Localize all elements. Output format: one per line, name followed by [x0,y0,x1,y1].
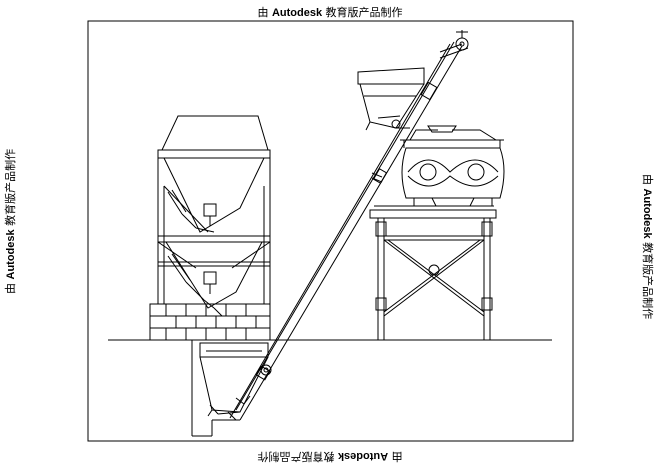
aggregate-bin-frame [158,186,270,304]
masonry-foundation [150,304,270,340]
drawing-frame [88,21,573,441]
mixer-feed-hopper [358,68,424,130]
weigh-hopper-lower [166,242,262,316]
inclined-belt-conveyor [230,42,462,420]
mixer-support-frame [370,206,496,340]
watermark-top: 由 Autodesk 教育版产品制作 [257,6,403,19]
lower-skip-hopper [200,343,268,420]
loading-pit [192,340,240,436]
conveyor-head-drive [421,30,468,100]
aggregate-bin-upper [158,116,270,232]
twin-shaft-mixer [400,126,504,206]
